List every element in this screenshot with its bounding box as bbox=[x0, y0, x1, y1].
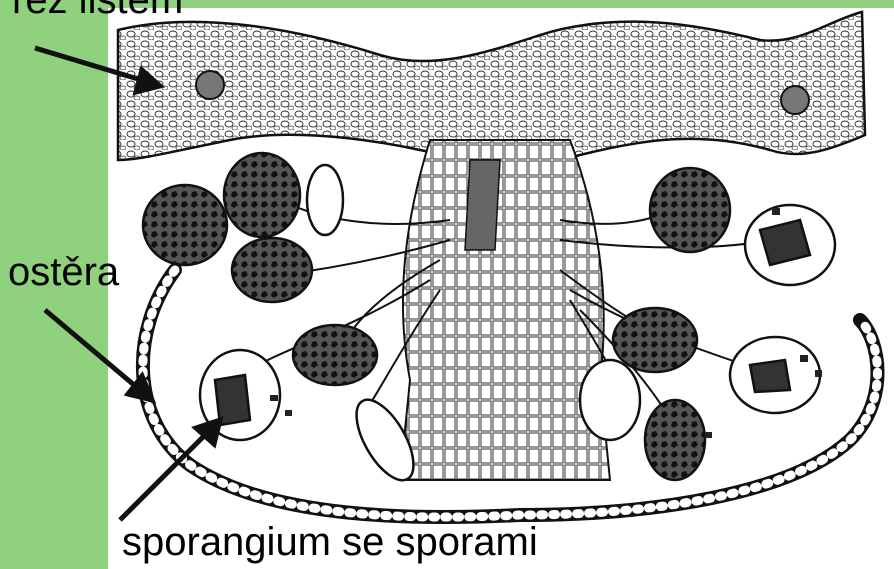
leaf-vein-right bbox=[781, 86, 809, 114]
sporangia-left bbox=[143, 153, 425, 489]
label-leaf-section: řez listem bbox=[12, 0, 183, 23]
arrow-to-indusium bbox=[45, 310, 140, 390]
leaf-vein-left bbox=[196, 71, 224, 99]
label-indusium: ostěra bbox=[8, 250, 119, 295]
label-sporangium: sporangium se sporami bbox=[122, 520, 538, 565]
receptacle bbox=[400, 140, 610, 480]
